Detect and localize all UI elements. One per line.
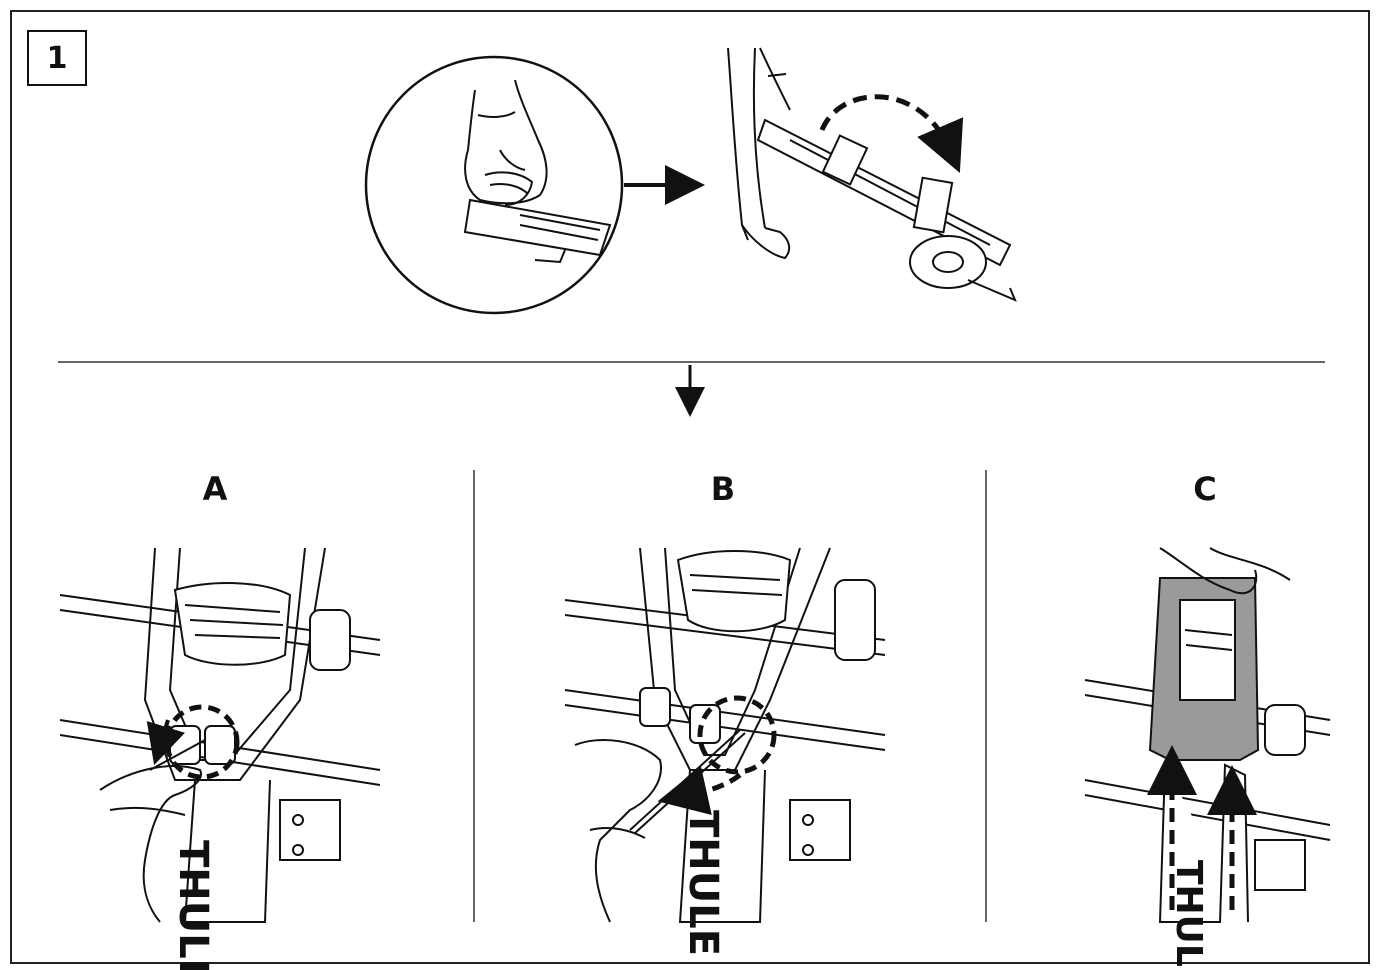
panel-b-illustration [564,547,886,923]
panel-label-c: C [1193,470,1217,508]
thule-logo-c: THULE [1168,860,1209,970]
page-border [10,10,1370,964]
panel-label-b: B [710,470,736,508]
thule-logo-b: THULE [680,810,726,956]
rotate-arrow [819,94,964,173]
panel-a-dashed-circle [164,704,240,780]
thule-logo-a: THULE [170,840,216,970]
step-number: 1 [27,30,87,86]
lift-rack-illustration [727,47,1017,302]
panel-b-arrow [657,766,742,815]
panel-b-dashed-circle [697,695,777,775]
panel-label-a: A [202,470,228,508]
detail-circle-illustration [364,55,624,315]
panel-a-illustration [59,547,381,923]
panel-a-arrow [146,719,185,766]
